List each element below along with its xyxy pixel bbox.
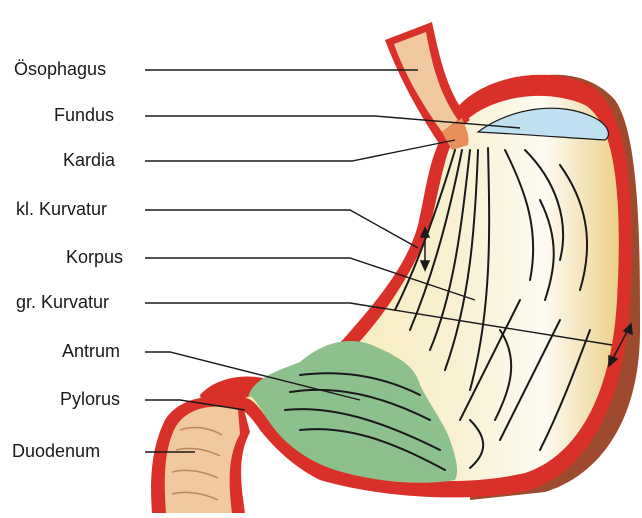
label-kardia: Kardia <box>63 151 115 169</box>
leader-kl-kurvatur <box>145 210 418 248</box>
label-kl-kurvatur: kl. Kurvatur <box>16 200 107 218</box>
label-pylorus: Pylorus <box>60 390 120 408</box>
label-antrum: Antrum <box>62 342 120 360</box>
label-oesophagus: Ösophagus <box>14 60 106 78</box>
leader-kardia <box>145 140 455 161</box>
label-gr-kurvatur: gr. Kurvatur <box>16 293 109 311</box>
label-duodenum: Duodenum <box>12 442 100 460</box>
label-fundus: Fundus <box>54 106 114 124</box>
label-korpus: Korpus <box>66 248 123 266</box>
